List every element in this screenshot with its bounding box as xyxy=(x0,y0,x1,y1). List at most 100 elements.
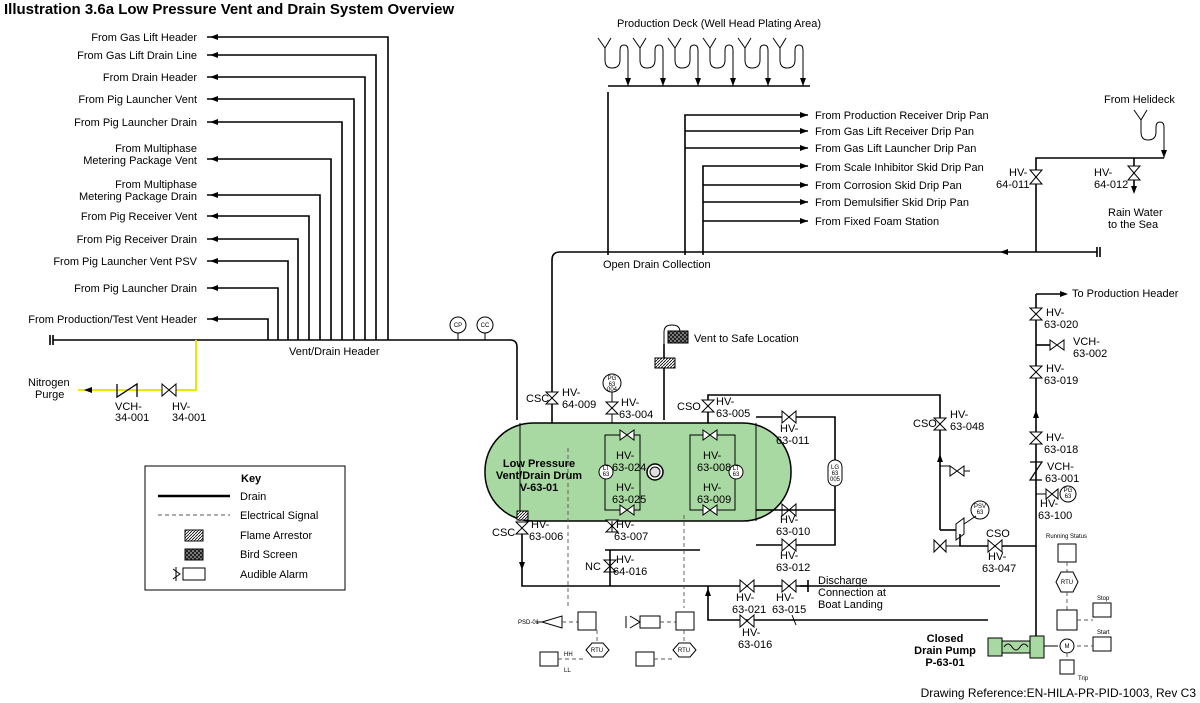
drum-label: V-63-01 xyxy=(520,482,559,494)
hv63008-valve-icon[interactable] xyxy=(702,429,718,441)
hv63021-valve-icon[interactable] xyxy=(739,578,755,594)
drawing-reference: Drawing Reference:EN-HILA-PR-PID-1003, R… xyxy=(921,686,1197,700)
csc-tag: CSC xyxy=(492,527,515,539)
pg004-tag: PG xyxy=(608,376,617,382)
hv63005-valve-icon[interactable] xyxy=(700,399,716,413)
rain-water-label: Rain Water xyxy=(1108,207,1163,219)
discharge-label: Connection at xyxy=(818,587,886,599)
hv63016-label: HV- xyxy=(742,627,761,639)
to-production-label: To Production Header xyxy=(1072,288,1179,300)
hv64011-valve-icon[interactable] xyxy=(1028,169,1044,185)
source-label: Metering Package Vent xyxy=(83,155,197,167)
hv63047-label: 63-047 xyxy=(982,563,1016,575)
hv63008-label: 63-008 xyxy=(697,462,731,474)
source-label: From Multiphase xyxy=(115,143,197,155)
source-label: Metering Package Drain xyxy=(79,191,197,203)
hv63012-valve-icon[interactable] xyxy=(781,537,797,553)
hv63005-label: 63-005 xyxy=(716,408,750,420)
psd01-tag: PSD-01 xyxy=(518,620,540,626)
nc-tag: NC xyxy=(585,561,601,573)
hv63011-valve-icon[interactable] xyxy=(781,409,797,425)
source-label: From Production/Test Vent Header xyxy=(28,314,197,326)
hv63025-valve-icon[interactable] xyxy=(619,504,635,516)
hv63025-label: 63-025 xyxy=(612,494,646,506)
cc-tag: CC xyxy=(481,323,490,329)
cso-tag: CSO xyxy=(986,528,1010,540)
hv63019-valve-icon[interactable] xyxy=(1028,365,1044,379)
alarms-rtu: PSD-01 RTU RTU HH LL xyxy=(518,448,697,674)
hv64012-valve-icon[interactable] xyxy=(1126,165,1142,181)
rtu-tag: RTU xyxy=(1061,580,1073,586)
pump-discharge: To Production Header HV- 63-020 VCH- 63-… xyxy=(1028,288,1179,640)
vent-sources: From Gas Lift Header From Gas Lift Drain… xyxy=(28,32,197,326)
hv63020-valve-icon[interactable] xyxy=(1028,307,1044,321)
source-label: From Gas Lift Header xyxy=(91,32,197,44)
hv34-valve-icon[interactable] xyxy=(161,382,177,398)
vent-lines xyxy=(207,34,389,340)
hv63008-label: HV- xyxy=(703,450,722,462)
discharge-label: Discharge xyxy=(818,575,868,587)
hv64012-label: HV- xyxy=(1094,167,1113,179)
hv63015-valve-icon[interactable] xyxy=(781,578,797,594)
hv63025-label: HV- xyxy=(616,482,635,494)
hv64012-label: 64-012 xyxy=(1094,179,1128,191)
lg-tag: 63 xyxy=(832,471,839,477)
key-item: Flame Arrestor xyxy=(240,530,312,542)
key-item: Bird Screen xyxy=(240,549,297,561)
key-item: Audible Alarm xyxy=(240,569,308,581)
hv63004-label: HV- xyxy=(621,397,640,409)
hh-tag: HH xyxy=(564,652,573,658)
vent-safe: Vent to Safe Location xyxy=(654,324,799,420)
hv63016-valve-icon[interactable] xyxy=(739,613,755,629)
lt005-tag: 63 xyxy=(603,472,610,478)
hv63009-valve-icon[interactable] xyxy=(702,504,718,516)
key-item: Electrical Signal xyxy=(240,510,318,522)
lt005-tag: LT xyxy=(603,466,610,472)
hv63048-valve-icon[interactable] xyxy=(932,417,948,431)
lg-tag: 005 xyxy=(830,477,841,483)
hv63100-label: 63-100 xyxy=(1038,510,1072,522)
hv63021-label: 63-021 xyxy=(732,604,766,616)
valve-icon[interactable] xyxy=(949,465,965,477)
hv63100-valve-icon[interactable] xyxy=(1045,487,1059,501)
hv63004-valve-icon[interactable] xyxy=(604,401,620,415)
closed-drain-pump: Closed Drain Pump P-63-01 xyxy=(914,633,1058,669)
vch34-label: 34-001 xyxy=(115,412,149,424)
rain-water-label: to the Sea xyxy=(1108,219,1159,231)
valve-icon[interactable] xyxy=(933,538,947,554)
nitrogen-label: Purge xyxy=(35,389,64,401)
hv63024-valve-icon[interactable] xyxy=(619,429,635,441)
key-title: Key xyxy=(241,473,262,485)
hv64011-label: HV- xyxy=(1009,167,1028,179)
vch63002-label: VCH- xyxy=(1073,336,1100,348)
hv64009-label: 64-009 xyxy=(562,399,596,411)
vch63002-valve-icon[interactable] xyxy=(1049,339,1065,351)
hv63018-valve-icon[interactable] xyxy=(1028,431,1044,445)
hv64016-label: 64-016 xyxy=(613,566,647,578)
hv63005-label: HV- xyxy=(716,396,735,408)
drum-label: Low Pressure xyxy=(503,458,575,470)
rtu-tag: RTU xyxy=(678,648,690,654)
drum-top: CSC HV- 64-009 PG 63 004 HV- 63-004 CSO … xyxy=(526,373,984,530)
hv63047-valve-icon[interactable] xyxy=(987,538,1003,554)
hv63020-label: 63-020 xyxy=(1044,319,1078,331)
hv63009-label: 63-009 xyxy=(697,494,731,506)
psv-tag: PSV xyxy=(974,504,986,510)
start-label: Start xyxy=(1097,630,1110,636)
drip-label: From Scale Inhibitor Skid Drip Pan xyxy=(815,162,984,174)
hv64009-valve-icon[interactable] xyxy=(544,391,560,405)
psv-tag: 63 xyxy=(977,510,984,516)
drum-label: Vent/Drain Drum xyxy=(496,470,582,482)
lp-vent-drain-drum: Low Pressure Vent/Drain Drum V-63-01 LT … xyxy=(484,422,792,522)
open-drain-line: Open Drain Collection xyxy=(551,247,1101,395)
production-deck-label: Production Deck (Well Head Plating Area) xyxy=(617,18,821,30)
hv63018-label: HV- xyxy=(1046,432,1065,444)
drip-label: From Gas Lift Receiver Drip Pan xyxy=(815,126,974,138)
lt006-tag: LT xyxy=(733,466,740,472)
hv63012-label: 63-012 xyxy=(776,562,810,574)
hv63006-valve-icon[interactable] xyxy=(514,521,530,535)
hv63024-label: 63-024 xyxy=(612,462,646,474)
rtu-tag: RTU xyxy=(591,648,603,654)
source-label: From Pig Launcher Vent xyxy=(78,94,197,106)
cp-tag: CP xyxy=(454,323,462,329)
